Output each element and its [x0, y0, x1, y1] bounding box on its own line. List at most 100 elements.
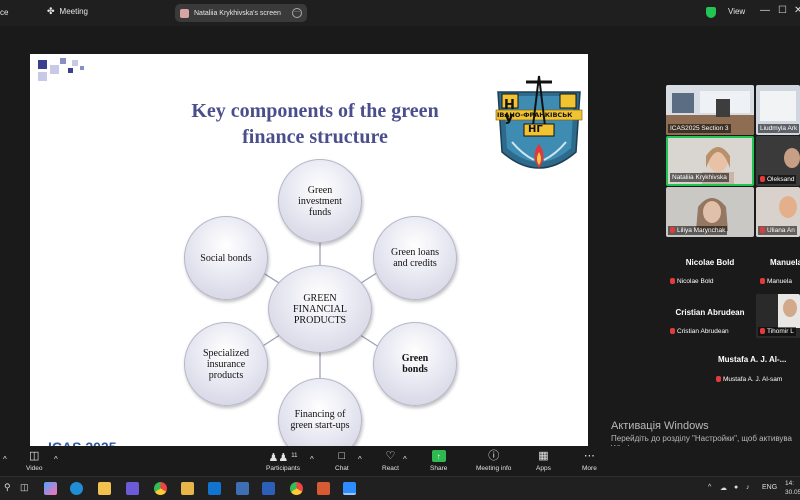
participant-tile[interactable]: Cristian Abrudean Cristian Abrudean	[666, 294, 754, 338]
close-icon[interactable]: ✕	[794, 5, 800, 16]
participant-tile[interactable]: Uliana An	[756, 187, 800, 237]
node-label: Specialized insurance products	[202, 347, 250, 381]
green-finance-diagram: Green investment funds Green loans and c…	[180, 154, 460, 464]
task-view-icon[interactable]: ◫	[20, 482, 29, 492]
participant-display-name: Manuela	[770, 258, 800, 267]
volume-icon[interactable]: ♪	[746, 484, 750, 491]
share-button[interactable]: ↑ Share	[430, 450, 447, 472]
participant-name: Cristian Abrudean	[668, 327, 731, 336]
participant-name-text: Cristian Abrudean	[677, 328, 729, 335]
meeting-toolbar: ^ ◫ Video ^ ♟♟ 11 Participants ^ □ Chat …	[0, 446, 800, 476]
paw-icon: ✤	[47, 6, 55, 16]
chrome-icon-2[interactable]	[290, 482, 303, 495]
slide-title-line1: Key components of the green	[191, 100, 439, 122]
participants-button[interactable]: ♟♟ 11 Participants	[266, 450, 300, 472]
store-icon[interactable]	[126, 482, 139, 495]
participant-tile[interactable]: Liliya Marynchak	[666, 187, 754, 237]
apps-button[interactable]: ▦ Apps	[536, 450, 551, 472]
slide-title: Key components of the green finance stru…	[160, 98, 470, 150]
participants-gallery: ICAS2025 Section 3 Liudmyla Ark Nataliia…	[662, 26, 800, 446]
slide-decoration	[38, 58, 84, 81]
clock-date: 30.05.	[785, 489, 800, 496]
outlook-icon[interactable]	[208, 482, 221, 495]
video-button[interactable]: ◫ Video	[26, 450, 43, 472]
app-icon[interactable]	[236, 482, 249, 495]
screen-share-indicator[interactable]: Nataliia Krykhivska's screen ···	[175, 4, 307, 22]
video-options-caret[interactable]: ^	[54, 455, 58, 464]
participant-tile-active[interactable]: Nataliia Krykhivska	[666, 136, 754, 186]
node-green-loans: Green loans and credits	[373, 216, 457, 300]
language-indicator[interactable]: ENG	[762, 484, 778, 491]
share-title: Nataliia Krykhivska's screen	[194, 9, 281, 17]
participant-tile[interactable]: Oleksand	[756, 136, 800, 186]
chat-options-caret[interactable]: ^	[358, 455, 362, 464]
university-logo	[495, 75, 583, 169]
muted-mic-icon	[760, 176, 765, 182]
participant-name-text: Nicolae Bold	[677, 278, 714, 285]
node-label: Social bonds	[200, 252, 252, 264]
react-options-caret[interactable]: ^	[403, 455, 407, 464]
participant-name: Tihomir L	[758, 327, 796, 336]
apps-grid-icon: ▦	[538, 450, 549, 462]
participant-display-name: Cristian Abrudean	[675, 308, 745, 317]
powerpoint-icon[interactable]	[317, 482, 330, 495]
meeting-info-button[interactable]: ⓘ Meeting info	[476, 450, 511, 472]
people-icon: ♟♟ 11	[268, 452, 298, 464]
network-icon[interactable]: ☁	[720, 485, 727, 492]
meeting-menu[interactable]: ✤ Meeting	[47, 6, 88, 17]
participant-tile[interactable]: ICAS2025 Section 3	[666, 85, 754, 135]
tray-overflow-icon[interactable]: ^	[708, 484, 712, 491]
participant-tile[interactable]: Tihomir L	[756, 294, 800, 338]
participant-name-text: Mustafa A. J. Al-sam	[723, 376, 783, 383]
more-dots-icon: ⋯	[583, 450, 595, 462]
word-icon[interactable]	[262, 482, 275, 495]
participant-name: Uliana An	[758, 226, 797, 235]
participant-name: Nataliia Krykhivska	[670, 173, 729, 182]
participant-name: Oleksand	[758, 175, 797, 184]
participant-display-name: Mustafa A. J. Al-...	[718, 355, 787, 364]
microphone-icon[interactable]: ●	[734, 484, 739, 491]
more-button[interactable]: ⋯ More	[582, 450, 597, 472]
windows-taskbar: ⚲ ◫ ^ ☁ ● ♪ ENG 14: 30.05.	[0, 476, 800, 500]
more-options-icon[interactable]: ···	[292, 8, 302, 18]
slide-title-line2: finance structure	[242, 126, 388, 148]
muted-mic-icon	[760, 328, 765, 334]
share-arrow-icon: ↑	[431, 450, 446, 462]
node-social-bonds: Social bonds	[184, 216, 268, 300]
participant-name: Manuela	[758, 277, 794, 286]
react-label: React	[382, 465, 399, 472]
chat-label: Chat	[335, 465, 349, 472]
view-menu[interactable]: View	[728, 7, 746, 16]
search-icon[interactable]: ⚲	[4, 482, 11, 492]
meeting-label: Meeting	[59, 7, 89, 16]
participants-options-caret[interactable]: ^	[310, 455, 314, 464]
participant-name: Nicolae Bold	[668, 277, 716, 286]
folder-icon[interactable]	[181, 482, 194, 495]
apps-label: Apps	[536, 465, 551, 472]
node-specialized-insurance: Specialized insurance products	[184, 322, 268, 406]
participant-tile[interactable]: Nicolae Bold Nicolae Bold	[666, 244, 754, 288]
minimize-icon[interactable]: —	[760, 5, 770, 16]
chat-button[interactable]: □ Chat	[335, 450, 349, 472]
participant-tile[interactable]: Manuela Manuela	[756, 244, 800, 288]
participant-tile[interactable]: Mustafa A. J. Al-... Mustafa A. J. Al-sa…	[712, 346, 800, 386]
encryption-shield-icon[interactable]	[706, 7, 716, 18]
chrome-icon[interactable]	[154, 482, 167, 495]
heart-icon: ♡	[385, 450, 396, 462]
participant-name: Liliya Marynchak	[668, 226, 728, 235]
maximize-icon[interactable]: ☐	[778, 5, 787, 16]
copilot-icon[interactable]	[44, 482, 57, 495]
info-icon: ⓘ	[488, 450, 500, 462]
file-explorer-icon[interactable]	[98, 482, 111, 495]
node-label: Green investment funds	[298, 184, 342, 218]
react-button[interactable]: ♡ React	[382, 450, 399, 472]
edge-icon[interactable]	[70, 482, 83, 495]
chat-bubble-icon: □	[338, 450, 346, 462]
audio-options-caret[interactable]: ^	[3, 455, 7, 464]
participant-tile[interactable]: Liudmyla Ark	[756, 85, 800, 135]
shared-screen: Key components of the green finance stru…	[0, 26, 662, 470]
zoom-icon[interactable]	[343, 482, 356, 495]
participant-display-name: Nicolae Bold	[685, 258, 735, 267]
clock[interactable]: 14: 30.05.	[785, 479, 800, 497]
participants-count: 11	[291, 453, 298, 459]
